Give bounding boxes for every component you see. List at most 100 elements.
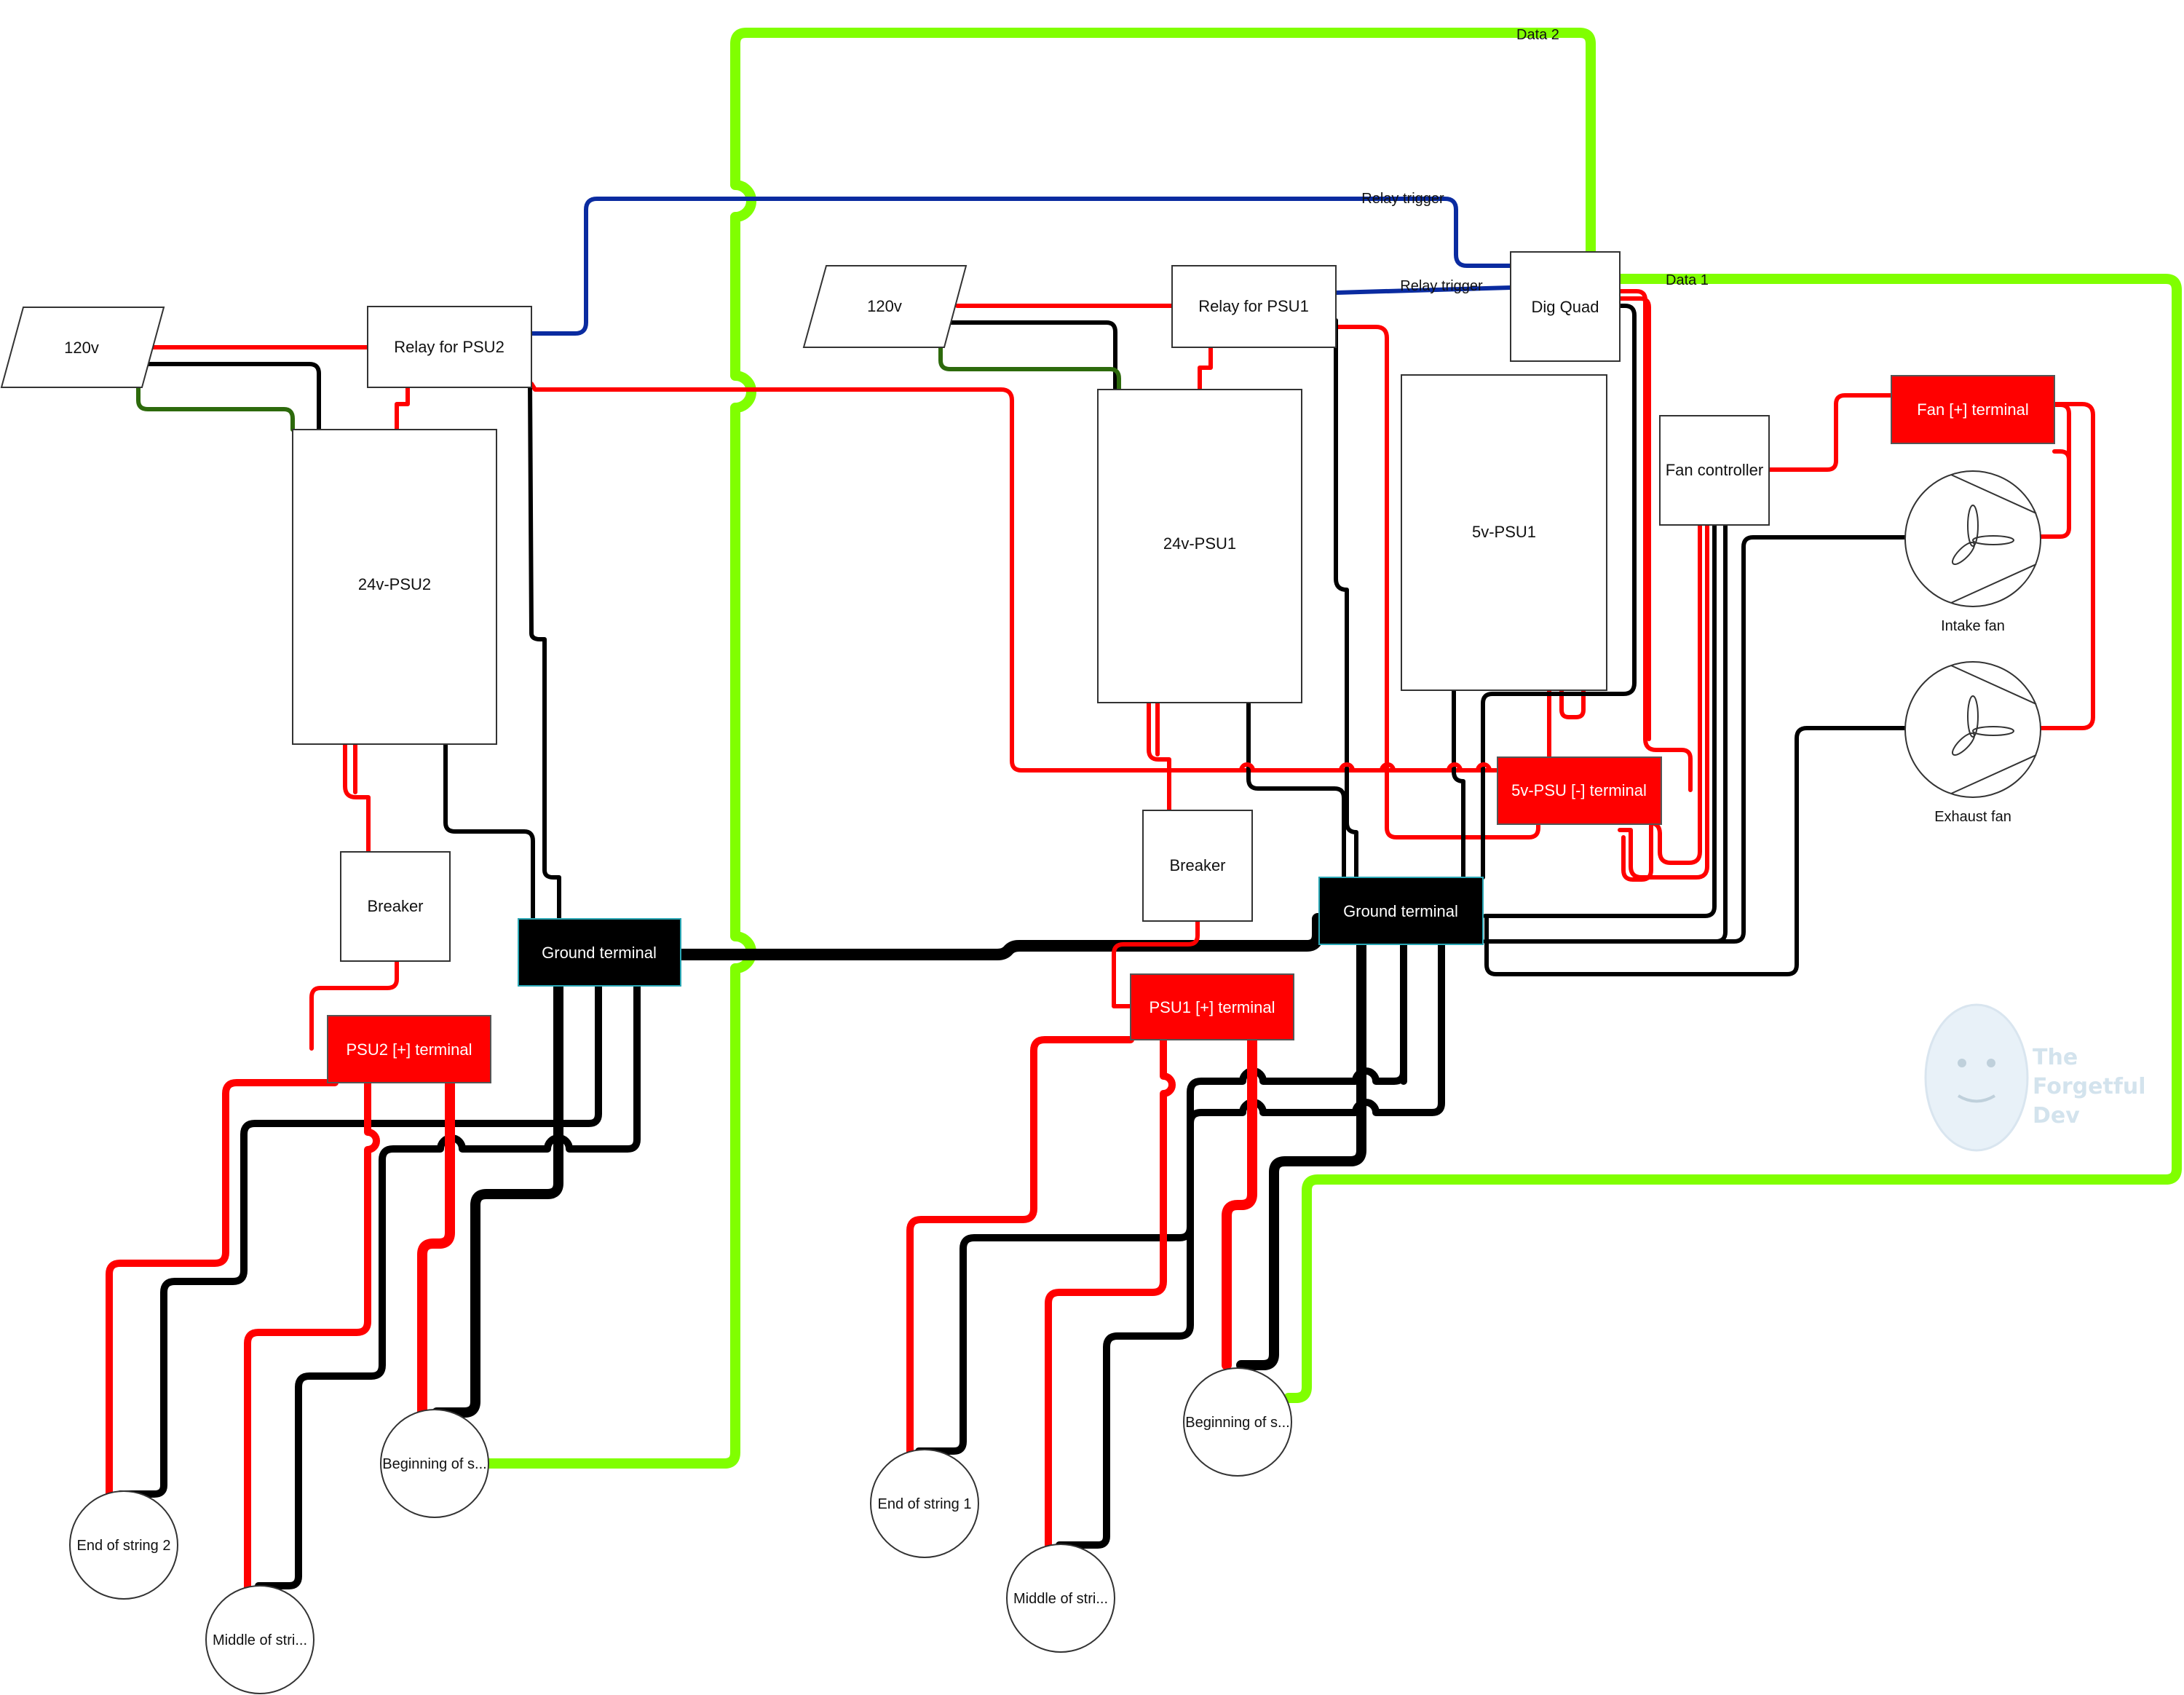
psu1-to-beginning-string1 (1222, 1035, 1257, 1370)
ground-terminal-left-label: Ground terminal (542, 944, 657, 962)
beginning-of-string-2-node (380, 1409, 489, 1518)
relay-psu1 (1171, 265, 1337, 348)
watermark-line1: The (2033, 1045, 2078, 1070)
end-of-string-2-node (69, 1490, 178, 1600)
psu2-plus-terminal (327, 1015, 491, 1083)
fan-controller-neutral-to-ground (1483, 522, 1717, 918)
mains-left-neutral (143, 362, 321, 432)
exhaust-fan-ground (1484, 726, 1908, 976)
psu1-24v-negative-to-ground (1246, 700, 1346, 880)
psu1-24v-to-breaker-live (1147, 700, 1171, 813)
psu1-plus-terminal-label: PSU1 [+] terminal (1149, 998, 1275, 1016)
ground-to-beginning-string1 (1236, 939, 1366, 1370)
psu1-24v (1097, 389, 1302, 703)
relay2-to-psu1-live (529, 382, 1506, 773)
relay1-neutral-to-ground (1334, 318, 1358, 880)
psu1-5v-to-digquad (1559, 688, 1586, 719)
fan-terminal-to-exhaust-fan (2038, 402, 2095, 730)
ground-to-middle-string1 (1056, 941, 1445, 1549)
fan-controller-label: Fan controller (1666, 461, 1764, 479)
exhaust-fan-icon (1904, 661, 2041, 798)
breaker-left-to-psu2-terminal (309, 959, 399, 1051)
breaker-right (1142, 810, 1253, 922)
relay-trigger-top-label: Relay trigger (1361, 191, 1444, 207)
data-1-wire (1283, 274, 2182, 1403)
watermark-mascot-icon (1924, 1003, 2029, 1152)
live-bus-crossovers (1239, 762, 1492, 773)
ground-to-end-string1 (915, 941, 1407, 1455)
relay1-to-psu1-live (1198, 345, 1213, 392)
mains-right-neutral (948, 320, 1117, 392)
beginning-of-string-1-label: Beginning of s... (1185, 1415, 1289, 1431)
intake-fan-label: Intake fan (1941, 618, 2005, 634)
fan-terminal-to-intake-fan-b (2052, 449, 2071, 512)
ground-to-beginning-string2 (432, 981, 563, 1418)
psu1-5v-negative-to-ground (1452, 688, 1465, 880)
mains-right-120v (802, 265, 968, 348)
watermark-line2: Forgetful (2033, 1074, 2146, 1099)
psu2-24v-label: 24v-PSU2 (358, 575, 431, 593)
fan-plus-terminal (1891, 375, 2055, 444)
watermark-logo: The Forgetful Dev (1924, 1003, 2146, 1152)
fan-plus-terminal-label: Fan [+] terminal (1917, 400, 2028, 419)
relay-psu2-label: Relay for PSU2 (394, 338, 505, 356)
end-of-string-1-label: End of string 1 (878, 1496, 972, 1512)
middle-of-string-1-label: Middle of stri... (1013, 1591, 1108, 1607)
mains-left-label: 120v (64, 339, 99, 357)
psu1-to-middle-string1 (1045, 1036, 1176, 1549)
breaker-left (340, 851, 451, 962)
dig-quad (1510, 251, 1621, 362)
middle-of-string-1-node (1006, 1544, 1115, 1653)
psu1-plus-terminal (1130, 973, 1294, 1040)
ground-to-end-string2 (116, 982, 602, 1498)
exhaust-fan-label: Exhaust fan (1934, 809, 2011, 825)
relay2-to-psu2-live (395, 385, 410, 432)
watermark-line3: Dev (2033, 1103, 2080, 1129)
digquad-neutral-to-ground (1481, 304, 1637, 880)
ground-to-middle-string2 (255, 982, 641, 1589)
end-of-string-1-node (870, 1449, 979, 1558)
5v-terminal-to-fan-controller-a (1618, 522, 1702, 865)
digquad-live-b (1618, 296, 1651, 741)
data-2-label: Data 2 (1516, 27, 1559, 43)
relay-psu1-label: Relay for PSU1 (1198, 297, 1309, 315)
5v-terminal-to-fan-controller-c (1621, 821, 1653, 882)
intake-fan-icon (1904, 470, 2041, 607)
breaker-left-label: Breaker (367, 897, 423, 915)
psu2-24v (292, 429, 497, 745)
psu-5v-minus-terminal (1497, 756, 1662, 825)
psu2-to-end-string2 (106, 1079, 339, 1498)
relay-trigger-psu1-wire (1334, 285, 1513, 295)
psu2-to-breaker-live (343, 742, 371, 854)
intake-fan-ground (1484, 535, 1908, 944)
dig-quad-label: Dig Quad (1532, 298, 1599, 316)
mains-right-earth (938, 346, 1121, 392)
data-2-wire (483, 28, 1596, 1469)
psu1-to-end-string1 (906, 1036, 1134, 1456)
fan-controller (1659, 415, 1770, 526)
relay2-neutral-to-ground (528, 380, 561, 921)
breaker-right-label: Breaker (1169, 856, 1225, 874)
mains-right-label: 120v (867, 297, 902, 315)
psu2-negative-to-ground (443, 742, 535, 921)
fan-controller-to-fan-terminal (1767, 393, 1894, 472)
middle-of-string-2-node (205, 1585, 314, 1694)
relay-trigger-bottom-label: Relay trigger (1400, 278, 1483, 294)
breaker-right-to-psu1-terminal (1112, 919, 1200, 1008)
psu1-5v (1401, 374, 1607, 691)
psu-5v-minus-terminal-label: 5v-PSU [-] terminal (1511, 781, 1647, 799)
ground-terminal-right (1318, 877, 1484, 945)
data-1-label: Data 1 (1666, 272, 1709, 288)
mains-left-earth (136, 376, 295, 432)
psu2-to-middle-string2 (244, 1079, 380, 1591)
psu2-to-beginning-string2 (417, 1078, 455, 1418)
relay1-live-to-5v-terminal (1334, 325, 1540, 839)
relay-psu2 (367, 306, 532, 388)
ground-terminal-right-label: Ground terminal (1343, 902, 1458, 920)
psu1-24v-label: 24v-PSU1 (1163, 534, 1236, 553)
end-of-string-2-label: End of string 2 (77, 1538, 171, 1554)
ground-terminal-left (518, 918, 681, 987)
mains-left-120v (0, 307, 165, 388)
beginning-of-string-2-label: Beginning of s... (382, 1456, 486, 1472)
